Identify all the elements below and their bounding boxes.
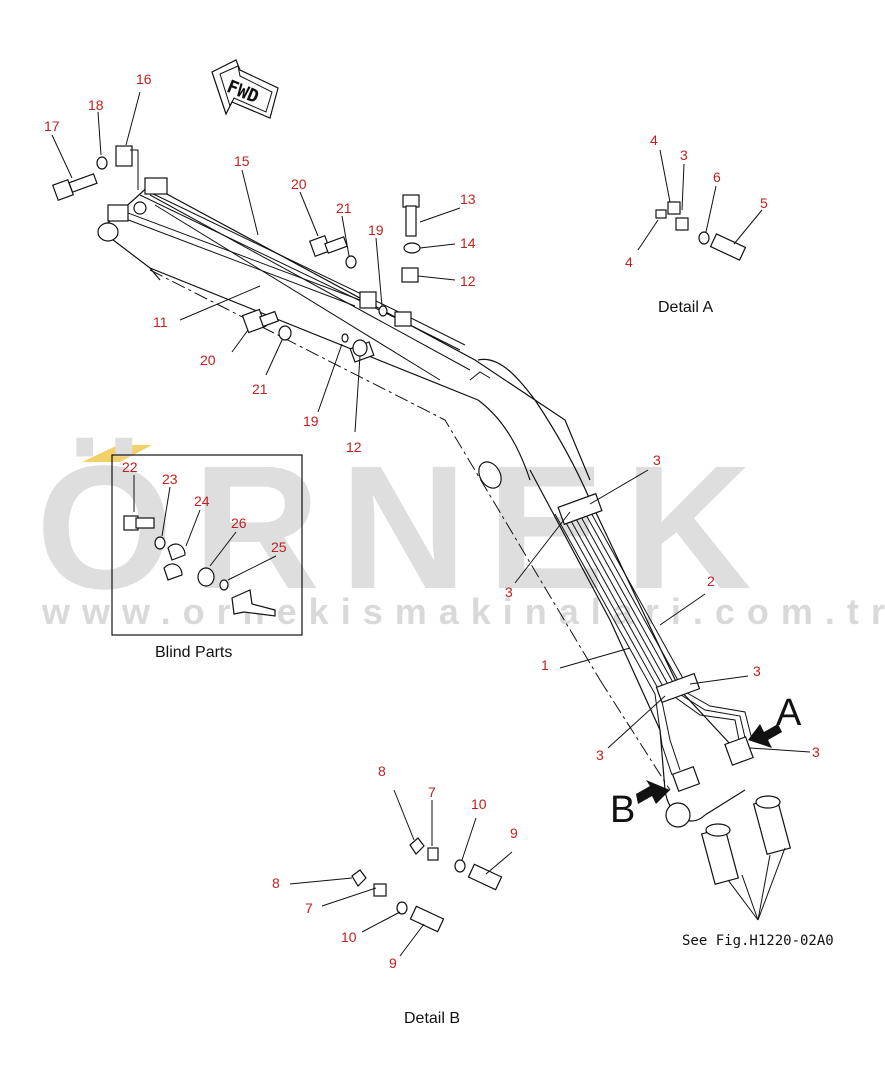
detail-b-callout-7-bottom: 7 xyxy=(305,900,313,916)
bolt-20-upper xyxy=(308,234,348,258)
callout-3-e: 3 xyxy=(812,744,820,760)
main-fasteners xyxy=(51,156,421,357)
detail-a-callout-4-bottom: 4 xyxy=(625,254,633,270)
blind-callout-24: 24 xyxy=(194,493,210,509)
callout-12b: 12 xyxy=(346,439,362,455)
detail-b-callout-10-top: 10 xyxy=(471,796,487,812)
washer-21-lower xyxy=(278,325,292,341)
hose-bundle xyxy=(554,492,754,792)
watermark-accent-mark xyxy=(82,445,152,462)
detail-a-title: Detail A xyxy=(658,299,713,316)
main-callouts: 16 18 17 15 20 21 19 13 14 12 11 20 21 1… xyxy=(44,71,820,763)
clamp-12-lower xyxy=(352,339,368,357)
detail-b-callout-10-bottom: 10 xyxy=(341,929,357,945)
detail-b-callout-8-top: 8 xyxy=(378,763,386,779)
fwd-arrow: FWD xyxy=(211,59,279,119)
callout-3-b: 3 xyxy=(505,584,513,600)
callout-11: 11 xyxy=(153,314,168,330)
detail-b-callout-7-top: 7 xyxy=(428,784,436,800)
washer-14 xyxy=(403,242,421,254)
callout-3-d: 3 xyxy=(596,747,604,763)
callout-1: 1 xyxy=(541,657,549,673)
detail-a-callout-6: 6 xyxy=(713,169,721,185)
blind-callout-25: 25 xyxy=(271,539,287,555)
detail-b-callout-8-bottom: 8 xyxy=(272,875,280,891)
view-marker-a: A xyxy=(748,692,802,748)
blind-parts-title: Blind Parts xyxy=(155,644,232,661)
callout-20b: 20 xyxy=(200,352,216,368)
clamp-12-upper xyxy=(401,267,419,283)
detail-a-callout-5: 5 xyxy=(760,195,768,211)
washer-21-upper xyxy=(345,255,357,269)
detail-b-callout-9-bottom: 9 xyxy=(389,955,397,971)
callout-15: 15 xyxy=(234,153,250,169)
callout-14: 14 xyxy=(460,235,476,251)
detail-a-callout-4-top: 4 xyxy=(650,132,658,148)
detail-b-title: Detail B xyxy=(404,1010,460,1027)
blind-callout-23: 23 xyxy=(162,471,178,487)
detail-a: 4 3 6 5 4 Detail A xyxy=(625,132,768,316)
blind-callout-22: 22 xyxy=(122,459,138,475)
blind-callout-26: 26 xyxy=(231,515,247,531)
callout-2: 2 xyxy=(707,573,715,589)
hose-end-fittings: See Fig.H1220-02A0 xyxy=(682,795,834,949)
callout-19b: 19 xyxy=(303,413,319,429)
callout-13: 13 xyxy=(460,191,476,207)
view-marker-b: B xyxy=(610,780,670,831)
bolt-13 xyxy=(402,194,420,237)
washer-18 xyxy=(96,156,108,170)
bolt-20-lower xyxy=(241,308,279,334)
callout-18: 18 xyxy=(88,97,104,113)
upper-pipes xyxy=(107,145,466,363)
watermark-url: www.ornekismakinalari.com.tr xyxy=(41,591,885,632)
callout-21: 21 xyxy=(336,200,352,216)
marker-b-label: B xyxy=(610,789,635,831)
callout-3-c: 3 xyxy=(753,663,761,679)
see-fig-reference: See Fig.H1220-02A0 xyxy=(682,933,834,949)
bolt-17 xyxy=(51,173,98,202)
oring-19-lower xyxy=(341,333,349,343)
oring-19-upper xyxy=(378,305,388,317)
callout-17: 17 xyxy=(44,118,60,134)
detail-b: 8 7 10 9 8 7 10 9 Detail B xyxy=(272,763,518,1027)
callout-20: 20 xyxy=(291,176,307,192)
watermark-brand: ÖRNEK xyxy=(36,430,772,626)
callout-19: 19 xyxy=(368,222,384,238)
callout-3-a: 3 xyxy=(653,452,661,468)
callout-12: 12 xyxy=(460,273,476,289)
main-leaders xyxy=(51,91,811,753)
marker-a-label: A xyxy=(776,692,802,734)
detail-a-callout-3: 3 xyxy=(680,147,688,163)
watermark: ÖRNEK www.ornekismakinalari.com.tr xyxy=(36,430,885,632)
callout-21b: 21 xyxy=(252,381,268,397)
blind-parts-box: 22 23 24 26 25 Blind Parts xyxy=(111,454,303,661)
callout-16: 16 xyxy=(136,71,152,87)
detail-b-callout-9-top: 9 xyxy=(510,825,518,841)
